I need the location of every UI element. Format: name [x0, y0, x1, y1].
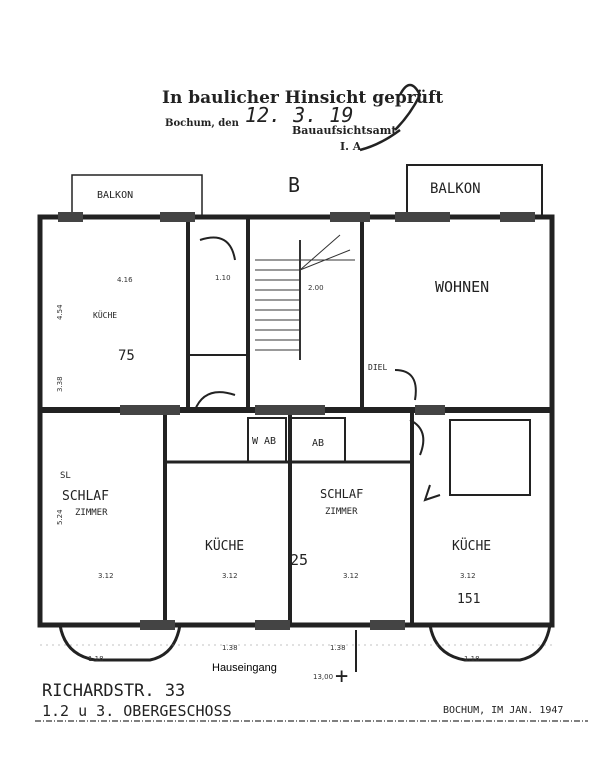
dimensions: 4.16 4.54 3.38 5.24 3.12 3.12 3.12 3.12 …: [40, 274, 552, 689]
wohnen-label: WOHNEN: [435, 278, 489, 296]
stamp-authority: Bauaufsichtsamt: [292, 124, 397, 137]
kueche-mid-left-label: KÜCHE: [205, 537, 244, 554]
street-title: RICHARDSTR. 33: [42, 681, 185, 701]
approval-stamp: In baulicher Hinsicht geprüft Bochum, de…: [162, 83, 443, 153]
kueche-right-label: KÜCHE: [452, 537, 491, 554]
dim-118-b: 1.18: [464, 655, 480, 663]
entrance-label: Hauseingang: [212, 662, 277, 674]
dim-138-a: 1.38: [222, 644, 238, 652]
schlafzimmer-left-label-2: ZIMMER: [75, 508, 108, 518]
stamp-place: Bochum, den: [165, 118, 240, 129]
place-date: BOCHUM, IM JAN. 1947: [443, 705, 563, 716]
dim-138-b: 1.38: [330, 644, 346, 652]
dim-200: 2.00: [308, 284, 324, 292]
stamp-line1: In baulicher Hinsicht geprüft: [162, 88, 443, 108]
dim-1300: 13,00: [313, 673, 333, 681]
dim-312-d: 3.12: [460, 572, 476, 580]
balconies: BALKON BALKON B: [71, 164, 543, 218]
ab-label: AB: [312, 438, 324, 449]
title-block: RICHARDSTR. 33 1.2 u 3. OBERGESCHOSS BOC…: [35, 681, 588, 722]
entrance-marker: +: [335, 664, 348, 689]
stamp-date: 12. 3. 19: [245, 103, 353, 127]
dim-110: 1.10: [215, 274, 231, 282]
walls: [37, 212, 555, 662]
dim-312-c: 3.12: [343, 572, 359, 580]
dim-454: 4.54: [56, 304, 64, 320]
kueche-top-note: 75: [118, 348, 135, 364]
dim-338: 3.38: [56, 376, 64, 392]
stamp-signature: I. A.: [340, 140, 365, 153]
floors-title: 1.2 u 3. OBERGESCHOSS: [42, 702, 232, 720]
sl-note: SL: [60, 471, 71, 481]
mid-note: 25: [290, 551, 308, 569]
dim-312-b: 3.12: [222, 572, 238, 580]
wc-label: W AB: [252, 436, 276, 447]
balkon-right-label: BALKON: [430, 181, 481, 197]
diele-label: DIEL: [368, 363, 387, 372]
dim-312-a: 3.12: [98, 572, 114, 580]
right-note: 151: [457, 592, 480, 607]
schlafzimmer-mid-label-2: ZIMMER: [325, 507, 358, 517]
dim-416: 4.16: [117, 276, 133, 284]
dim-118-a: 1.18: [88, 655, 104, 663]
room-labels: WOHNEN KÜCHE 75 SL SCHLAF ZIMMER KÜCHE S…: [60, 278, 491, 607]
dim-524: 5.24: [56, 509, 64, 525]
stair-mark: B: [288, 173, 300, 197]
balkon-left-label: BALKON: [97, 190, 133, 201]
kueche-top-label: KÜCHE: [93, 310, 117, 320]
schlafzimmer-left-label-1: SCHLAF: [62, 489, 109, 504]
schlafzimmer-mid-label-1: SCHLAF: [320, 487, 363, 501]
